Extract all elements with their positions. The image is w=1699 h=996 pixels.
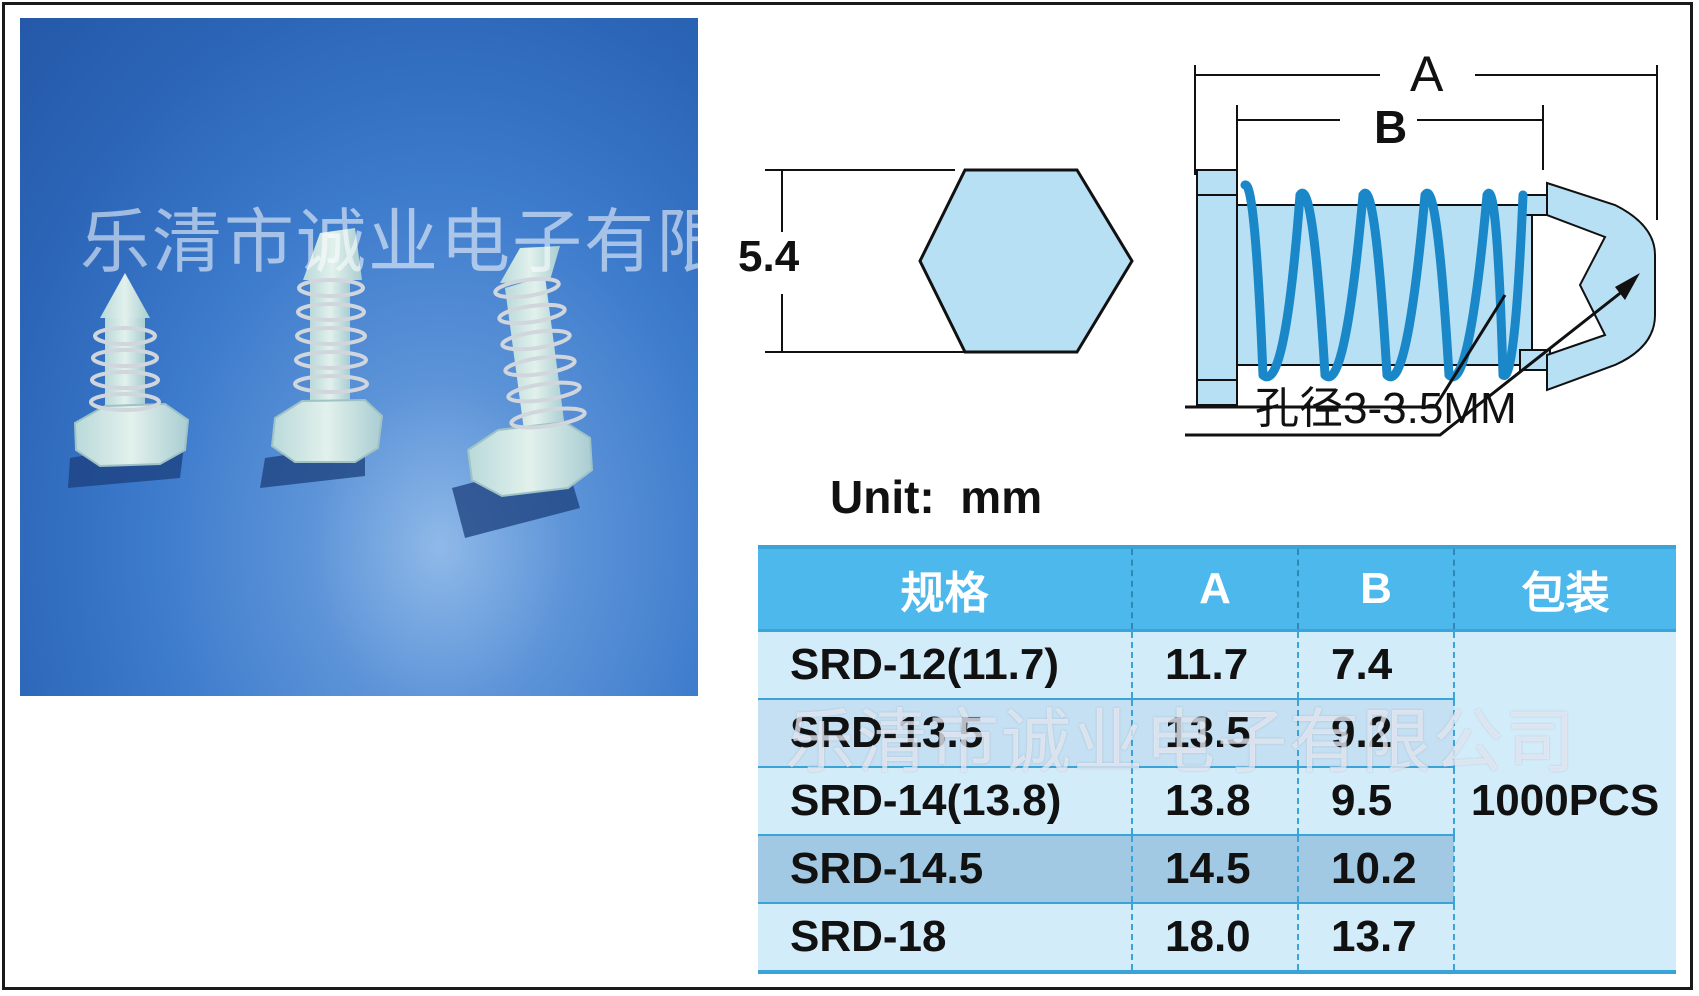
cell-a: 13.8 (1132, 767, 1299, 836)
table-row: SRD-18 18.0 13.7 (758, 903, 1676, 974)
hex-head-drawing (765, 168, 1134, 354)
cell-model: SRD-18 (758, 903, 1133, 974)
cell-model: SRD-14.5 (758, 835, 1133, 904)
cell-model: SRD-12(11.7) (758, 630, 1133, 700)
cell-b: 9.2 (1298, 699, 1455, 768)
hole-diameter-label: 孔径3-3.5MM (1255, 384, 1517, 433)
cell-b: 13.7 (1298, 903, 1455, 974)
hole-leader-line (1185, 281, 1634, 437)
spring-coil (1240, 180, 1528, 382)
cell-b: 7.4 (1298, 630, 1455, 700)
header-a: A (1132, 545, 1299, 632)
product-photo (20, 18, 698, 696)
table-row: SRD-12(11.7) 11.7 7.4 1000PCS (758, 630, 1676, 974)
clip-head (1196, 169, 1238, 406)
cell-b: 9.5 (1298, 767, 1455, 836)
cell-a: 13.5 (1132, 699, 1299, 768)
cell-b: 10.2 (1298, 835, 1455, 904)
clip-2 (260, 228, 384, 488)
table-row: SRD-14.5 14.5 10.2 (758, 835, 1676, 904)
header-b: B (1298, 545, 1455, 632)
clip-side-drawing (1185, 65, 1658, 437)
dimension-b-label: B (1374, 101, 1408, 153)
header-packaging: 包装 (1454, 545, 1676, 632)
spec-table: 规格 A B 包装 SRD-12(11.7) 11.7 7.4 1000PCS … (758, 545, 1676, 974)
clip-1 (68, 273, 190, 488)
cell-packaging: 1000PCS (1454, 630, 1676, 974)
header-spec: 规格 (758, 545, 1133, 632)
cell-a: 11.7 (1132, 630, 1299, 700)
table-header-row: 规格 A B 包装 (758, 545, 1676, 632)
table-row: SRD-14(13.8) 13.8 9.5 (758, 767, 1676, 836)
clip-3 (452, 246, 594, 538)
unit-label: Unit: mm (830, 471, 1043, 523)
cell-model: SRD-14(13.8) (758, 767, 1133, 836)
clip-barbed-tip (1546, 181, 1656, 392)
hexagon-shape (918, 168, 1134, 354)
cell-a: 18.0 (1132, 903, 1299, 974)
cell-a: 14.5 (1132, 835, 1299, 904)
dimension-a-label: A (1410, 46, 1444, 102)
table-row: SRD-13.5 13.5 9.2 (758, 699, 1676, 768)
spring-clips-illustration (68, 228, 594, 538)
hex-size-label: 5.4 (738, 232, 800, 281)
cell-model: SRD-13.5 (758, 699, 1133, 768)
